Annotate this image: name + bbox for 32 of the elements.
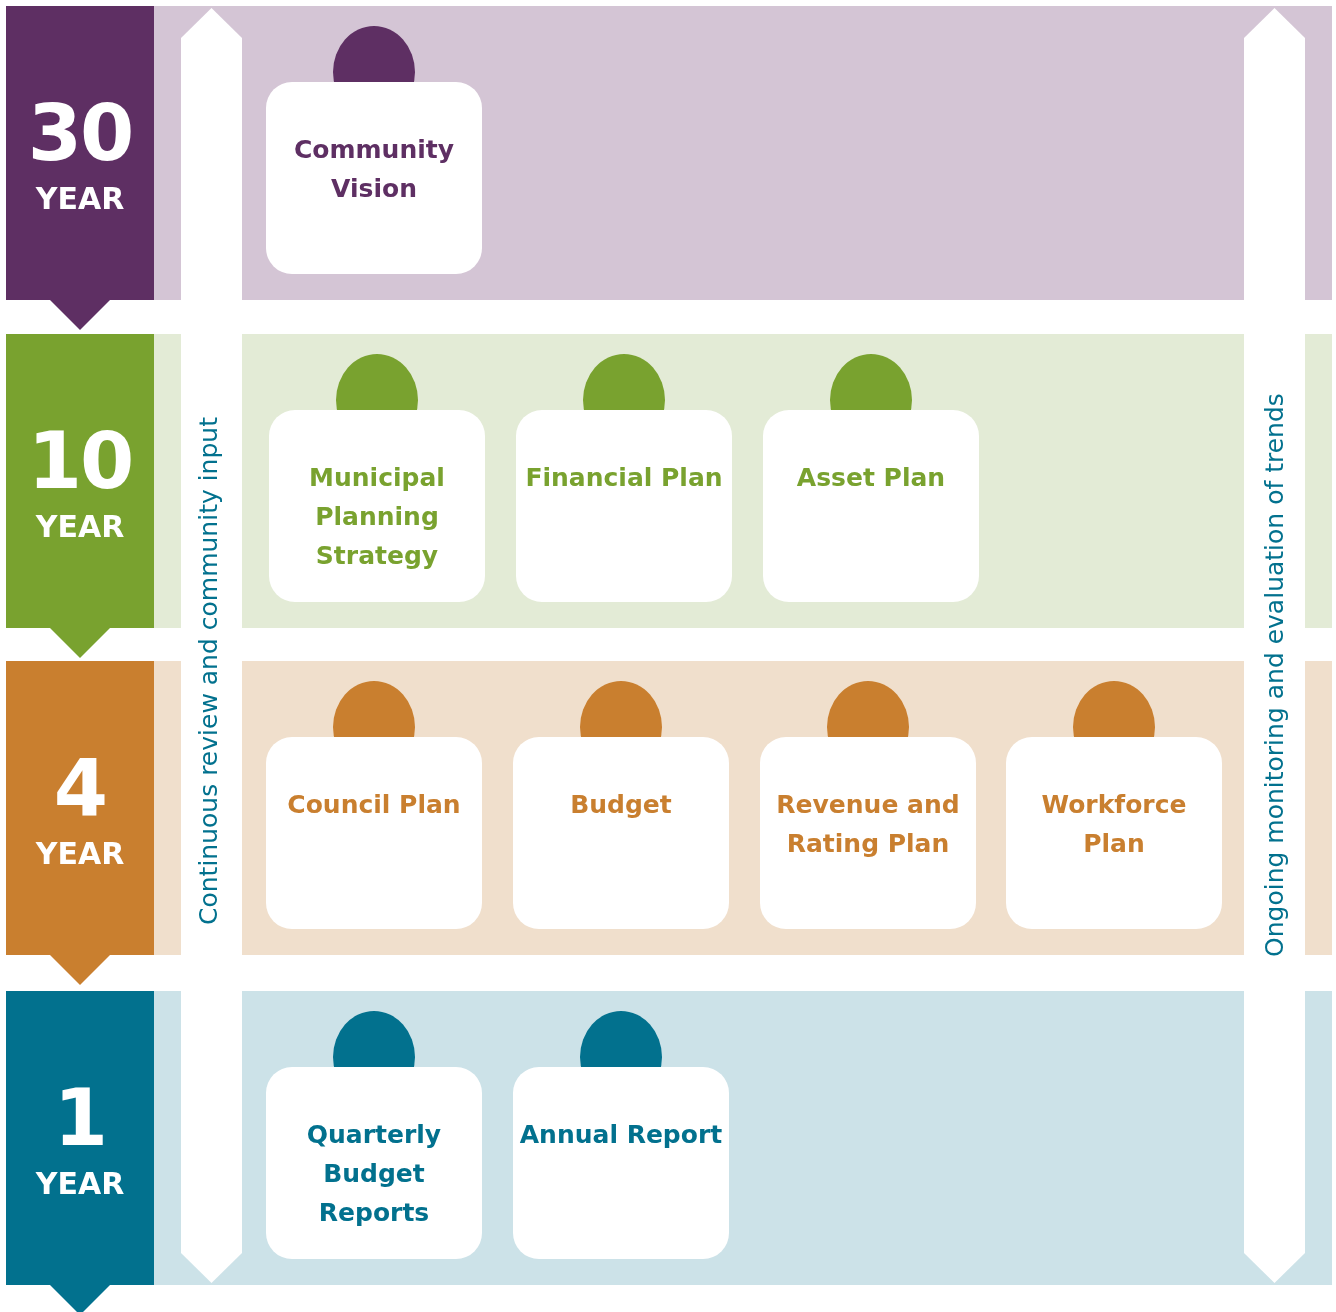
plan-card (760, 737, 976, 929)
year-label: YEAR (34, 1169, 126, 1199)
card-title: Financial Plan (524, 462, 724, 494)
card-title: Revenue and Rating Plan (775, 789, 961, 860)
card-title: Council Plan (286, 789, 462, 821)
plan-card (1006, 737, 1222, 929)
plan-card (513, 737, 729, 929)
year-label: YEAR (34, 839, 126, 869)
plan-card (513, 1067, 729, 1259)
year-number: 1 (52, 1079, 108, 1157)
card-title: Budget (569, 789, 673, 821)
plan-card (269, 410, 485, 602)
card-title: Municipal Planning Strategy (308, 462, 446, 572)
timeline-row (6, 6, 1332, 330)
timeline-row (6, 991, 1332, 1312)
card-title: Workforce Plan (1040, 789, 1188, 860)
year-number: 30 (26, 94, 134, 172)
card-title: Asset Plan (795, 462, 947, 494)
plan-card (763, 410, 979, 602)
arrow-caption: Continuous review and community input (196, 417, 221, 925)
year-label: YEAR (34, 184, 126, 214)
plan-card (266, 1067, 482, 1259)
plan-card (266, 737, 482, 929)
card-title: Quarterly Budget Reports (305, 1119, 443, 1229)
plan-card (266, 82, 482, 274)
year-label: YEAR (34, 512, 126, 542)
card-title: Annual Report (519, 1119, 723, 1151)
arrow-caption: Ongoing monitoring and evaluation of trends (1262, 393, 1287, 957)
plan-card (516, 410, 732, 602)
card-title: Community Vision (292, 134, 455, 205)
year-number: 4 (52, 749, 108, 827)
year-number: 10 (26, 422, 134, 500)
